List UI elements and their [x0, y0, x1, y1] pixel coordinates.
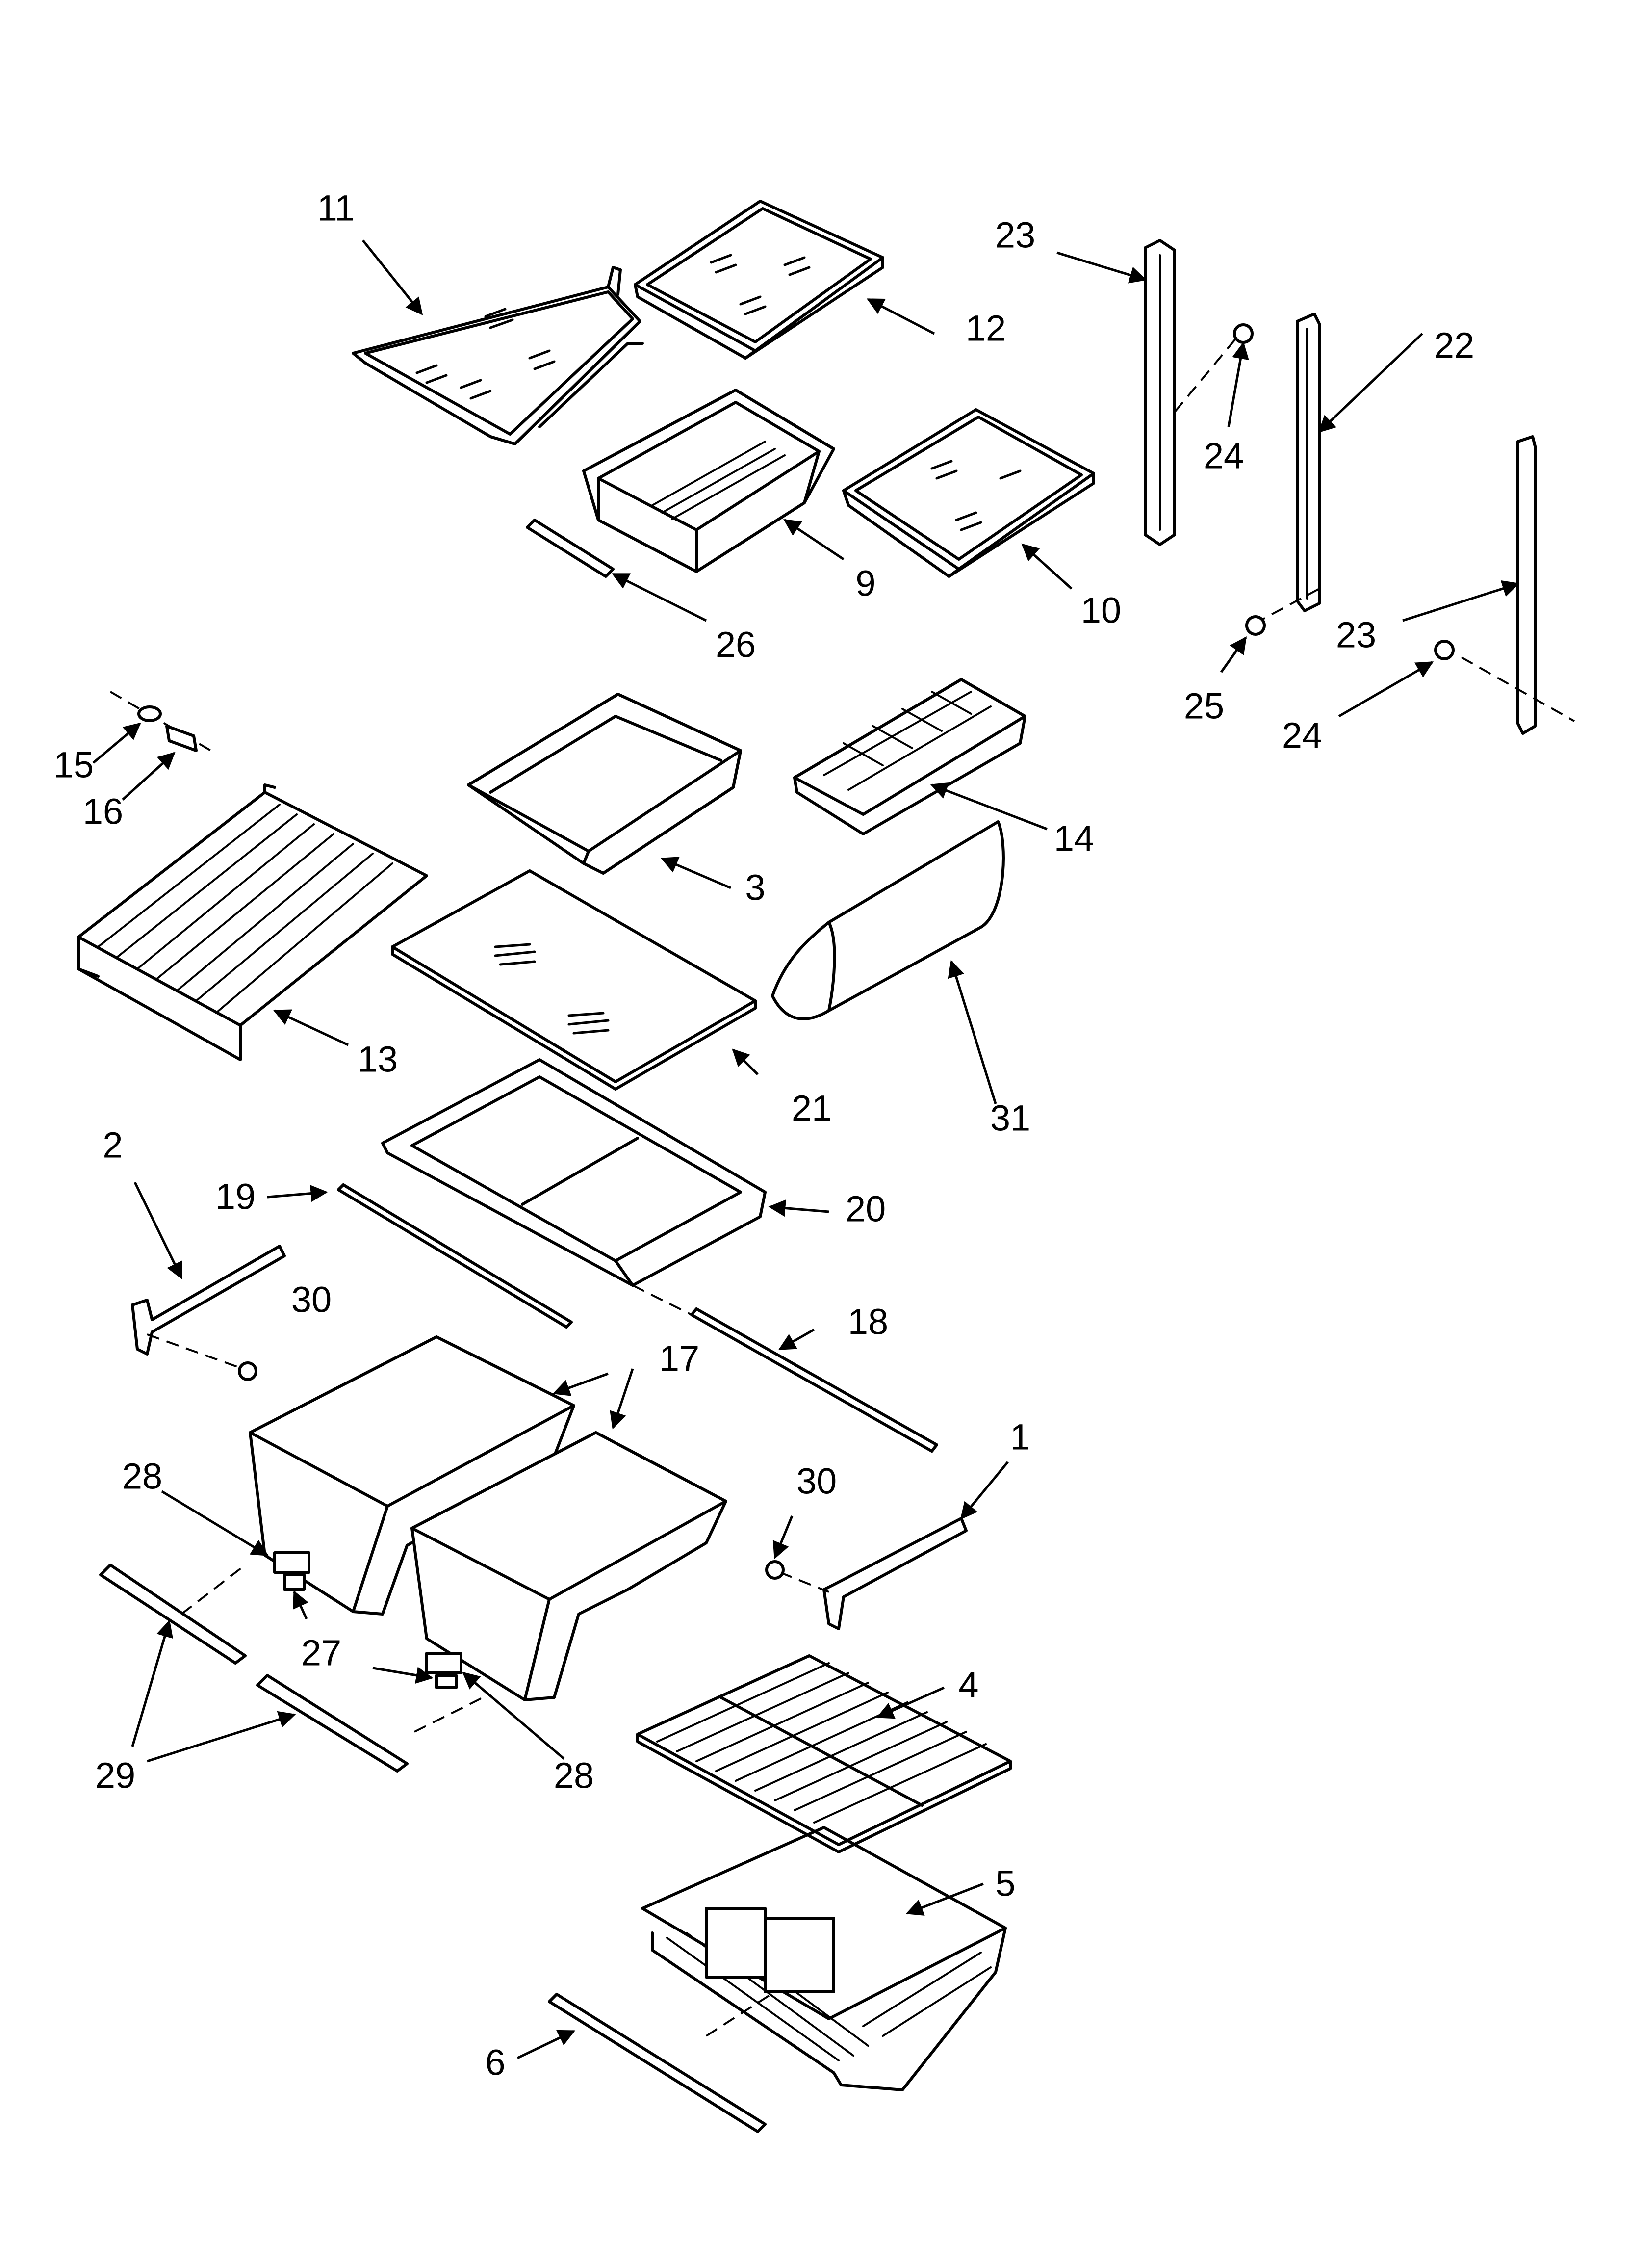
label-12: 12: [966, 308, 1006, 349]
label-4: 4: [958, 1665, 978, 1705]
part-9-drawer: [582, 389, 835, 573]
label-11: 11: [317, 188, 355, 229]
label-29: 29: [95, 1755, 135, 1796]
label-15: 15: [53, 745, 94, 785]
label-21: 21: [792, 1088, 832, 1129]
part-17-crisper-right: [410, 1431, 727, 1701]
part-11-shelf: [352, 266, 644, 445]
part-25-screw: [1245, 615, 1266, 636]
label-24-right: 24: [1282, 715, 1322, 756]
part-24-screw-b: [1434, 640, 1455, 660]
label-28-right: 28: [554, 1755, 594, 1796]
label-23-right: 23: [1336, 615, 1376, 655]
part-23-rail-right: [1516, 435, 1537, 735]
part-23-rail-left: [1144, 239, 1176, 546]
part-20-frame: [381, 1058, 767, 1287]
leader-arrows: [92, 239, 1520, 2059]
part-28-clip-b: [425, 1652, 462, 1674]
label-6: 6: [485, 2042, 505, 2083]
part-4-wire-shelf: [636, 1654, 1012, 1853]
part-labels: 11 12 23 24 22 9 10 26 23 25 24 15 16 3 …: [53, 188, 1474, 2083]
part-21-glass-shelf: [391, 869, 757, 1091]
part-10-shelf: [842, 408, 1095, 578]
part-16-screw: [165, 725, 198, 752]
part-5-basket: [641, 1826, 1007, 2091]
label-30-left: 30: [291, 1279, 332, 1320]
label-28-left: 28: [122, 1456, 162, 1497]
part-28-clip-a: [273, 1551, 310, 1574]
label-23-top: 23: [995, 215, 1035, 256]
label-10: 10: [1081, 590, 1121, 631]
label-16: 16: [83, 791, 123, 832]
part-12-shelf: [634, 200, 884, 360]
part-18-rod: [690, 1307, 938, 1453]
part-3-pan: [467, 693, 742, 875]
part-13-wire-shelf: [77, 783, 428, 1061]
label-9: 9: [855, 563, 875, 604]
label-2: 2: [103, 1125, 123, 1166]
part-15-washer: [137, 705, 162, 722]
part-14-ice-tray: [793, 678, 1026, 835]
part-29-trim-a: [99, 1564, 247, 1665]
label-24-top: 24: [1204, 436, 1244, 476]
label-13: 13: [358, 1039, 398, 1080]
label-14: 14: [1054, 818, 1094, 859]
part-30-screw-a: [238, 1361, 257, 1381]
part-6-trim: [548, 1993, 767, 2133]
label-17: 17: [659, 1338, 699, 1379]
part-1-bracket: [822, 1517, 968, 1630]
label-26: 26: [716, 625, 756, 665]
label-31: 31: [990, 1098, 1030, 1139]
label-22: 22: [1434, 325, 1474, 366]
label-1: 1: [1010, 1417, 1030, 1458]
label-27-left: 27: [301, 1633, 341, 1673]
part-27-clip-a: [283, 1573, 306, 1591]
part-30-screw-b: [765, 1560, 785, 1580]
label-5: 5: [995, 1863, 1015, 1904]
part-2-bracket: [131, 1245, 286, 1356]
part-24-screw-a: [1233, 323, 1254, 344]
part-29-trim-b: [256, 1674, 409, 1773]
part-26-trim: [526, 519, 615, 578]
label-30-right: 30: [796, 1461, 837, 1502]
part-17-crisper-left: [249, 1335, 575, 1616]
label-18: 18: [848, 1302, 888, 1342]
label-19: 19: [215, 1176, 256, 1217]
part-19-trim: [337, 1183, 573, 1329]
label-25: 25: [1184, 686, 1224, 727]
part-27-clip-b: [435, 1674, 458, 1689]
part-22-rail: [1296, 313, 1321, 612]
label-20: 20: [846, 1189, 886, 1229]
label-3: 3: [745, 867, 765, 908]
part-31-cover: [771, 820, 1005, 1020]
